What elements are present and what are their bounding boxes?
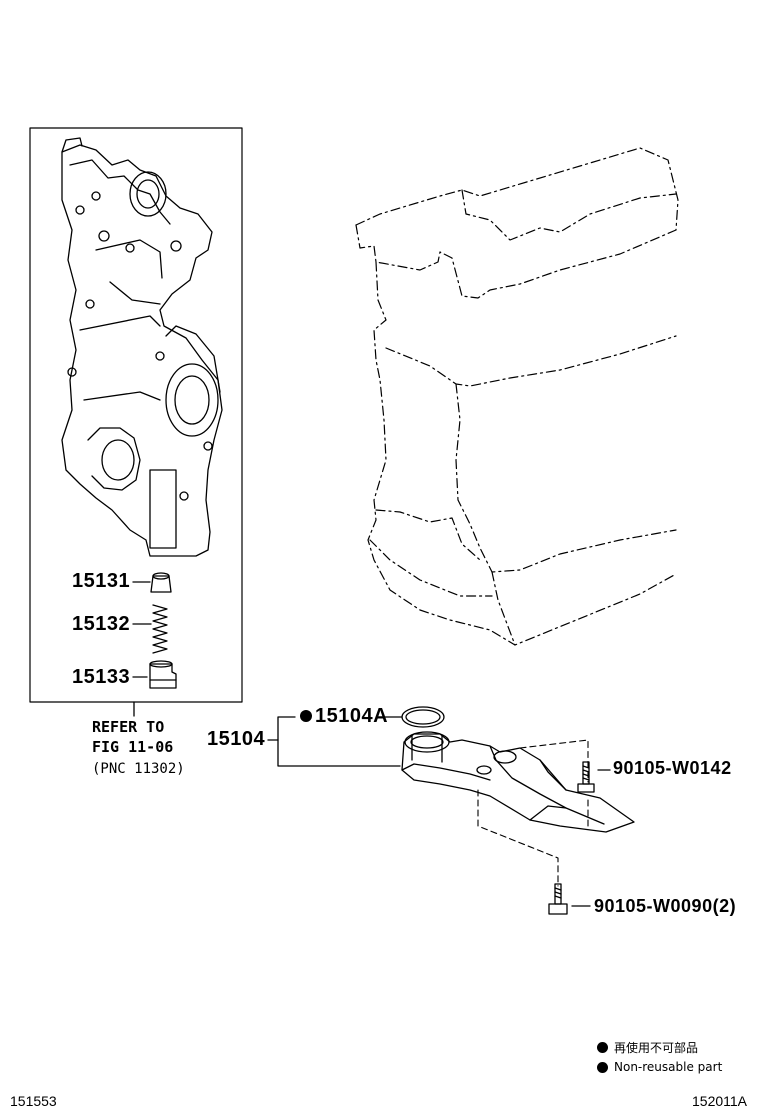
legend-dot xyxy=(597,1042,608,1053)
reference-box xyxy=(29,127,243,703)
footer-right-id: 152011A xyxy=(692,1093,748,1109)
part-number-15133: 15133 xyxy=(72,666,131,688)
plug-15133 xyxy=(132,660,177,689)
legend-japanese-text: 再使用不可部品 xyxy=(614,1041,699,1055)
engine-block-phantom xyxy=(355,147,679,646)
part-number-90105-w0142: 90105-W0142 xyxy=(613,758,732,778)
refer-line-3: (PNC 11302) xyxy=(92,761,185,777)
o-ring-15104a xyxy=(384,706,445,728)
timing-cover-illustration xyxy=(61,137,223,557)
plug-15131 xyxy=(132,572,172,593)
part-number-90105-w0090: 90105-W0090(2) xyxy=(594,896,737,916)
oil-strainer-15104 xyxy=(401,731,635,833)
part-number-15104a: 15104A xyxy=(315,705,389,727)
part-number-15131: 15131 xyxy=(72,570,131,592)
bolt-90105-w0142 xyxy=(577,761,611,793)
non-reusable-marker xyxy=(300,710,312,722)
part-number-15104: 15104 xyxy=(207,728,266,750)
footer-left-id: 151553 xyxy=(10,1093,57,1109)
legend-dot xyxy=(597,1061,608,1073)
refer-line-1: REFER TO xyxy=(92,718,165,736)
legend-japanese: 再使用不可部品 xyxy=(597,1039,698,1056)
spring-15132 xyxy=(132,604,168,654)
legend-english-text: Non-reusable part xyxy=(614,1060,723,1074)
bolt-90105-w0090 xyxy=(548,883,591,915)
legend-english: Non-reusable part xyxy=(597,1060,722,1074)
part-number-15132: 15132 xyxy=(72,613,131,635)
phantom-lines xyxy=(477,739,589,887)
refer-line-2: FIG 11-06 xyxy=(92,738,174,756)
